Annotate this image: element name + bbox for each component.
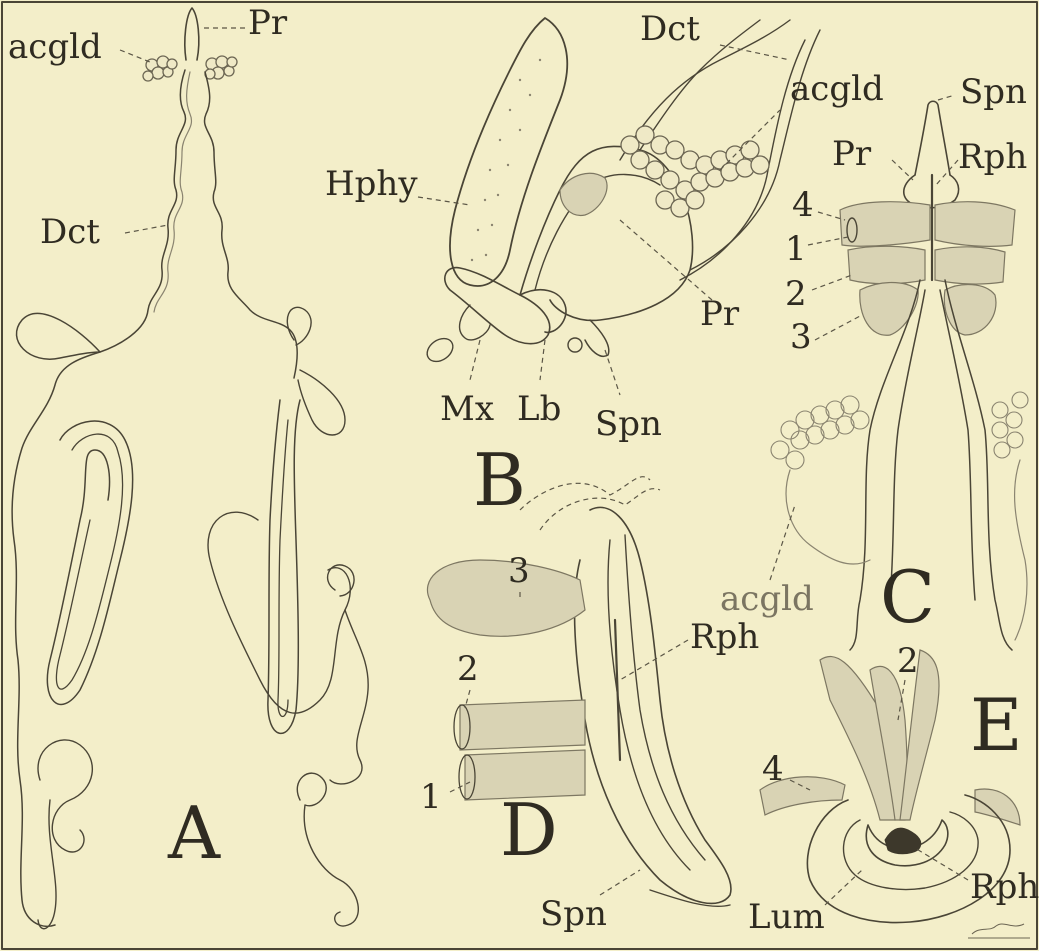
figure-c-muscles bbox=[840, 202, 1015, 336]
label-4-c: 4 bbox=[792, 185, 814, 225]
label-spn-d: Spn bbox=[540, 894, 607, 934]
figure-a-dct-leader bbox=[125, 225, 168, 233]
label-acgld-b: acgld bbox=[790, 69, 884, 109]
signature-mark bbox=[968, 924, 1030, 938]
figure-d-spn-leader bbox=[600, 870, 640, 895]
figure-b-hphy-leader bbox=[418, 197, 470, 205]
label-pr-c: Pr bbox=[832, 134, 872, 174]
figure-letter-d: D bbox=[500, 788, 558, 872]
label-lb: Lb bbox=[517, 389, 561, 429]
label-rph-c: Rph bbox=[958, 137, 1027, 177]
label-rph-e: Rph bbox=[970, 867, 1039, 907]
figure-b-acinar-glands bbox=[621, 126, 769, 217]
figure-c-acinar-glands-right bbox=[992, 392, 1028, 458]
label-1-c: 1 bbox=[785, 229, 807, 269]
figure-a-bottom-right-coil bbox=[297, 773, 358, 926]
figure-a-right-tubule-inner bbox=[278, 420, 288, 717]
figure-a-acinar-glands bbox=[143, 56, 237, 81]
label-2-e: 2 bbox=[897, 641, 919, 681]
figure-b-pr-leader bbox=[620, 220, 712, 300]
figure-b-palp bbox=[423, 334, 457, 366]
figure-c-acgld-leader bbox=[770, 505, 795, 580]
figure-letter-a: A bbox=[167, 791, 221, 875]
label-3-d: 3 bbox=[508, 551, 530, 591]
figure-e-raphe bbox=[885, 828, 921, 854]
figure-c-2-leader bbox=[812, 275, 852, 290]
figure-c-rph-leader bbox=[936, 160, 958, 185]
label-spn-b: Spn bbox=[595, 404, 662, 444]
figure-a-left-coil-inner bbox=[56, 434, 122, 689]
label-acgld-c: acgld bbox=[720, 579, 814, 619]
label-2-c: 2 bbox=[785, 274, 807, 314]
figure-d-press bbox=[575, 507, 731, 903]
label-4-e: 4 bbox=[762, 749, 784, 789]
figure-b-spn-leader bbox=[605, 350, 620, 395]
figure-letter-b: B bbox=[473, 438, 526, 522]
label-dct-b: Dct bbox=[640, 9, 700, 49]
figure-a-left-coil bbox=[47, 421, 132, 704]
label-lum: Lum bbox=[748, 897, 825, 937]
figure-c-spinneret bbox=[915, 101, 950, 175]
label-acgld-a: acgld bbox=[8, 27, 102, 67]
figure-b-dct-leader bbox=[720, 45, 790, 60]
figure-e-lum-leader bbox=[825, 870, 862, 905]
figure-a-proboscis bbox=[185, 8, 199, 60]
label-hphy: Hphy bbox=[325, 164, 418, 204]
figure-a-left-loop bbox=[16, 313, 100, 359]
figure-e-rph-leader bbox=[915, 848, 968, 880]
figure-b-muscle bbox=[560, 173, 607, 215]
figure-b-lb-leader bbox=[540, 340, 545, 380]
label-pr-b: Pr bbox=[700, 294, 740, 334]
figure-c-acinar-glands-left bbox=[771, 396, 869, 469]
figure-d bbox=[427, 477, 731, 907]
figure-letter-e: E bbox=[970, 683, 1023, 767]
label-pr-a: Pr bbox=[248, 3, 288, 43]
figure-a-left-duct bbox=[12, 70, 185, 926]
figure-b bbox=[418, 18, 820, 395]
figure-c-gland-duct-left bbox=[786, 470, 870, 564]
figure-a-left-duct-inner bbox=[154, 72, 191, 312]
figure-letter-c: C bbox=[880, 555, 935, 639]
figure-d-muscles bbox=[427, 560, 585, 800]
figure-a-right-duct bbox=[205, 72, 298, 378]
figure-c-pr-leader bbox=[892, 160, 913, 180]
label-mx: Mx bbox=[440, 389, 494, 429]
figure-a-bottom-coil bbox=[38, 740, 92, 852]
figure-c-3-leader bbox=[815, 315, 862, 340]
figure-d-tube-top bbox=[520, 477, 650, 510]
figure-d-raphe bbox=[615, 620, 620, 760]
figure-a-right-tubule bbox=[268, 400, 300, 733]
figure-a-right-coil bbox=[328, 565, 369, 784]
figure-d-press-inner-2 bbox=[625, 535, 705, 860]
figure-b-mx-leader bbox=[470, 340, 480, 380]
label-2-d: 2 bbox=[457, 649, 479, 689]
figure-d-tube-top-2 bbox=[540, 489, 660, 530]
label-3-c: 3 bbox=[790, 317, 812, 357]
figure-a-acgld-leader bbox=[120, 50, 150, 62]
figure-c-gland-duct-right bbox=[1015, 460, 1027, 640]
label-spn-c: Spn bbox=[960, 72, 1027, 112]
label-1-d: 1 bbox=[420, 777, 442, 817]
label-dct-a: Dct bbox=[40, 212, 100, 252]
label-rph-d: Rph bbox=[690, 617, 759, 657]
figure-b-spinneret-knob bbox=[568, 338, 582, 352]
figure-c-spn-leader bbox=[938, 95, 955, 100]
figure-b-stipple bbox=[471, 59, 541, 261]
